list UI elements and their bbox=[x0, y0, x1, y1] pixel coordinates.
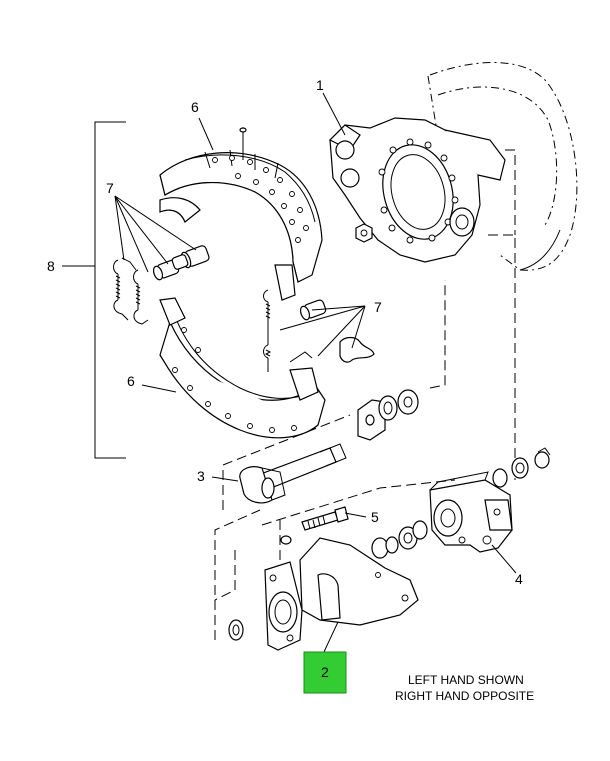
adjuster-washers bbox=[492, 447, 551, 488]
rollers-right bbox=[299, 299, 327, 321]
camshaft bbox=[239, 443, 347, 504]
callout-3: 3 bbox=[197, 468, 205, 484]
brake-spider bbox=[328, 117, 506, 263]
dust-shield bbox=[427, 62, 578, 271]
callout-7-left: 7 bbox=[106, 180, 114, 196]
callout-6-upper: 6 bbox=[191, 99, 199, 115]
springs-right bbox=[263, 289, 375, 372]
mounting-bolt bbox=[301, 506, 349, 531]
rollers-left bbox=[152, 245, 210, 281]
orientation-note: LEFT HAND SHOWN RIGHT HAND OPPOSITE bbox=[395, 673, 534, 703]
camshaft-bracket bbox=[228, 537, 419, 651]
adjuster-bushings bbox=[280, 520, 428, 559]
callout-labels: 1 2 3 4 5 6 6 7 7 8 bbox=[47, 77, 523, 680]
cam-bushing-upper bbox=[357, 389, 419, 441]
callout-1: 1 bbox=[316, 77, 324, 93]
note-line-2: RIGHT HAND OPPOSITE bbox=[395, 689, 534, 703]
leader-lines bbox=[114, 92, 517, 655]
note-line-1: LEFT HAND SHOWN bbox=[408, 673, 524, 687]
callout-7-right: 7 bbox=[374, 299, 382, 315]
group-bracket-8 bbox=[62, 121, 126, 459]
callout-2[interactable]: 2 bbox=[321, 664, 329, 680]
lower-brake-shoe bbox=[159, 297, 326, 439]
callout-5: 5 bbox=[371, 509, 379, 525]
springs-left bbox=[113, 257, 149, 325]
callout-6-lower: 6 bbox=[127, 373, 135, 389]
slack-adjuster bbox=[429, 471, 513, 553]
callout-2-highlight bbox=[303, 651, 347, 694]
lining-rivets-upper bbox=[212, 155, 309, 243]
callout-8: 8 bbox=[47, 258, 55, 274]
upper-brake-shoe bbox=[159, 127, 323, 301]
lining-rivets-lower bbox=[172, 327, 297, 433]
callout-4: 4 bbox=[515, 571, 523, 587]
explode-lines bbox=[214, 149, 516, 640]
